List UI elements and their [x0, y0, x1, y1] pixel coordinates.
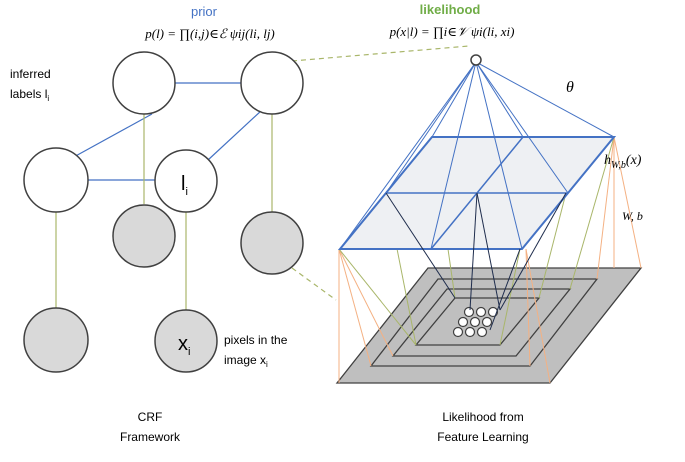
edge-top-left-to-mid-left [71, 113, 153, 159]
output-line [475, 61, 569, 194]
label-node-top-left [112, 51, 176, 115]
dashed-bottom [291, 267, 337, 301]
green-line [338, 248, 417, 346]
pixel-node-bottom-left [23, 307, 89, 373]
label-node-li [154, 149, 218, 213]
orange-line [338, 248, 394, 357]
green-line [538, 192, 567, 299]
output-line [385, 61, 477, 194]
orange-line [338, 248, 372, 367]
pixel-circle [457, 316, 469, 328]
dark-line [499, 192, 567, 311]
feature-caption-line2: Feature Learning [437, 430, 528, 444]
crf-green-edges [55, 113, 273, 310]
pixels-line1: pixels in the [224, 333, 288, 347]
crf-caption-line1: CRF [138, 410, 163, 424]
orange-line [596, 136, 615, 280]
pixel-circle [475, 306, 487, 318]
output-line [475, 61, 615, 138]
green-line [569, 136, 615, 290]
output-node [470, 54, 482, 66]
edge-top-right-to-li [207, 109, 263, 161]
output-connections [339, 61, 615, 250]
dark-connectors [385, 192, 567, 331]
input-pixel-circles [452, 306, 499, 338]
orange-line [613, 136, 642, 269]
dark-line [489, 248, 521, 331]
pixel-circle [463, 306, 475, 318]
pixel-circle [481, 316, 493, 328]
pixel-circle [476, 326, 488, 338]
output-line [430, 61, 477, 250]
dark-line [469, 192, 478, 311]
inferred-labels-line2: labels li [10, 87, 49, 103]
green-line [499, 248, 521, 346]
likelihood-label: likelihood [420, 2, 481, 17]
label-node-top-right [240, 51, 304, 115]
prior-label: prior [191, 4, 218, 19]
dashed-connectors [291, 45, 470, 301]
orange-line [525, 248, 551, 384]
output-line [475, 61, 523, 250]
pixel-node-xi [154, 309, 218, 373]
theta-label: θ [566, 79, 574, 96]
input-image-stack [335, 267, 643, 384]
likelihood-formula: p(x|l) = ∏i∈𝒱 ψi(li, xi) [389, 24, 515, 39]
pixel-node-right [240, 211, 304, 275]
label-node-mid-left [23, 147, 89, 213]
pixel-circle [469, 316, 481, 328]
xi-node-label: xi [178, 333, 190, 358]
feature-caption-line1: Likelihood from [442, 410, 523, 424]
output-line [475, 61, 524, 138]
li-node-label: li [181, 173, 188, 198]
pixel-node-mid [112, 204, 176, 268]
dashed-top [291, 45, 470, 62]
output-line [339, 61, 477, 250]
prior-formula: p(l) = ∏(i,j)∈ℰ ψij(li, lj) [144, 26, 275, 41]
inferred-labels-line1: inferred [10, 67, 51, 81]
h-function-label: hW,b(x) [604, 153, 642, 171]
dark-line [476, 192, 501, 311]
pixels-line2: image xi [224, 353, 268, 369]
output-line [431, 61, 477, 138]
pixel-circle [464, 326, 476, 338]
orange-connectors [338, 136, 642, 384]
crf-nodes [23, 51, 304, 373]
pixel-circle [452, 326, 464, 338]
pixel-circle [487, 306, 499, 318]
wb-label: W, b [622, 209, 643, 223]
dark-line [385, 192, 456, 299]
orange-line [525, 248, 531, 367]
crf-caption-line2: Framework [120, 430, 181, 444]
